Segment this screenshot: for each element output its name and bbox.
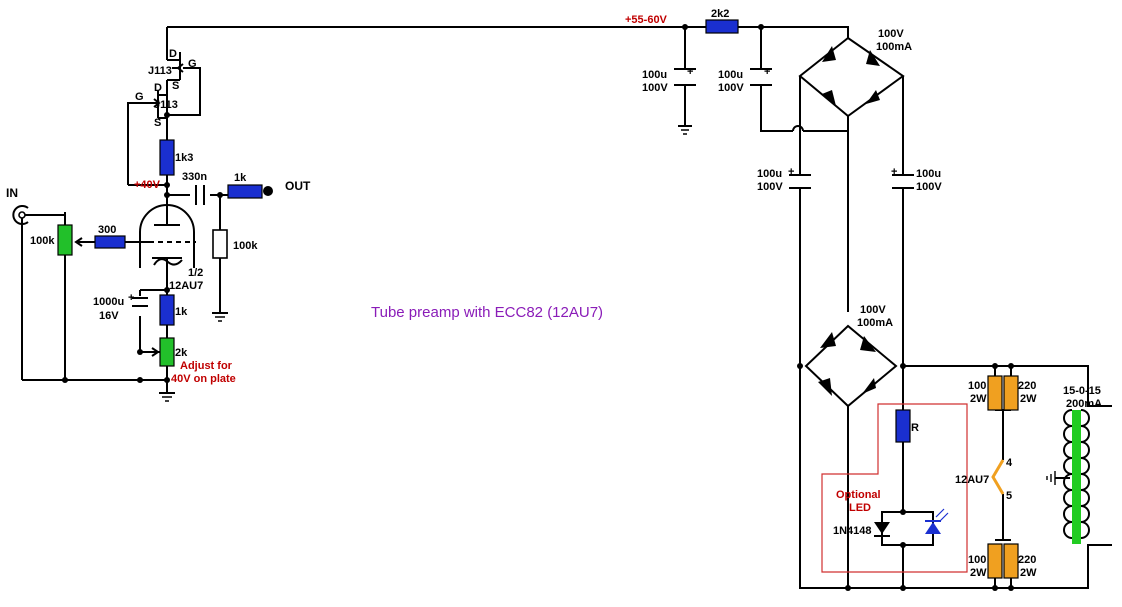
capacitor-330n [195,185,205,205]
label-v55: +55-60V [625,14,668,26]
label-100k-grid: 100k [233,240,258,252]
capacitor-100u-b [750,68,772,86]
label-plus-d: + [891,166,897,178]
label-pin-5: 5 [1006,490,1012,502]
label-100u-a-v: 100V [642,82,668,94]
capacitor-1000u [132,297,148,307]
label-2k2: 2k2 [711,8,729,20]
resistor-300 [94,235,126,249]
label-100u-d-v: 100V [916,181,942,193]
label-220-bot: 220 [1018,554,1036,566]
junction-dots [62,24,1014,591]
bridge-rectifier-bottom [804,324,898,408]
label-adjust-1: Adjust for [180,360,233,372]
label-jfet-top: J113 [148,65,172,77]
label-100u-c-v: 100V [757,181,783,193]
resistor-220-bottom [1003,543,1019,579]
label-r-led: R [911,422,919,434]
tube-12au7 [139,204,196,268]
label-100-bot-w: 2W [970,567,987,579]
label-2k: 2k [175,347,188,359]
transformer [1063,409,1090,544]
label-220-top-w: 2W [1020,393,1037,405]
label-220-bot-w: 2W [1020,567,1037,579]
label-100u-b-v: 100V [718,82,744,94]
label-tube-half: 1/2 [188,267,203,279]
label-1k3: 1k3 [175,152,193,164]
label-1k-out: 1k [234,172,247,184]
label-bridge-top-i: 100mA [876,41,912,53]
label-bridge-bot-i: 100mA [857,317,893,329]
output-terminal[interactable] [263,186,273,196]
resistor-1k3 [159,139,175,176]
heater-filament [991,459,1005,495]
capacitor-100u-d [892,174,914,189]
label-pin-s-bottom: S [154,117,161,129]
label-100-top-w: 2W [970,393,987,405]
label-heater-tube: 12AU7 [955,474,989,486]
potentiometer-100k[interactable] [57,224,95,256]
label-optional-1: Optional [836,489,881,501]
label-in: IN [6,186,18,200]
resistor-r-led [895,409,911,443]
label-out: OUT [285,179,311,193]
label-pin-g-bottom: G [135,91,144,103]
optional-led-box [821,403,968,573]
label-pin-s-top: S [172,80,179,92]
label-jfet-bottom: J113 [154,99,178,111]
resistor-100-top [987,375,1003,411]
label-100-bot: 100 [968,554,986,566]
label-16v: 16V [99,310,119,322]
diagram-title: Tube preamp with ECC82 (12AU7) [371,304,603,321]
label-220-top: 220 [1018,380,1036,392]
label-pin-d-top: D [169,48,177,60]
jfet-bottom [150,90,168,119]
label-300: 300 [98,224,116,236]
input-jack[interactable] [12,205,29,225]
label-1000u: 1000u [93,296,124,308]
bridge-rectifier-top [798,36,905,118]
jfet-top [166,52,184,95]
label-bridge-bot-v: 100V [860,304,886,316]
label-pin-4: 4 [1006,457,1013,469]
label-plus-c: + [788,166,794,178]
label-pin-d-bottom: D [154,82,162,94]
label-bridge-top-v: 100V [878,28,904,40]
capacitor-100u-c [789,174,811,189]
label-330n: 330n [182,171,207,183]
label-adjust-2: 40V on plate [171,373,236,385]
label-tube-type: 12AU7 [169,280,203,292]
led [925,508,949,534]
label-plus-b: + [764,66,770,78]
potentiometer-2k[interactable] [151,337,175,367]
label-plus-a: + [687,66,693,78]
label-100u-c: 100u [757,168,782,180]
label-100-top: 100 [968,380,986,392]
label-1n4148: 1N4148 [833,525,872,537]
label-xfmr-2: 200mA [1066,398,1102,410]
label-100u-b: 100u [718,69,743,81]
resistor-100-bottom [987,543,1003,579]
label-xfmr-1: 15-0-15 [1063,385,1101,397]
diode-1n4148 [874,522,890,537]
resistor-220-top [1003,375,1019,411]
resistor-1k-cathode [159,294,175,326]
label-100u-d: 100u [916,168,941,180]
label-optional-2: LED [849,502,871,514]
label-100u-a: 100u [642,69,667,81]
label-plus-1000u: + [128,292,134,304]
label-pot-100k: 100k [30,235,55,247]
resistor-2k2 [705,19,739,34]
label-v40: +40V [134,179,161,191]
label-pin-g-top: G [188,58,197,70]
resistor-100k-grid [212,229,228,259]
label-1k-cathode: 1k [175,306,188,318]
resistor-1k-out [227,184,263,199]
capacitor-100u-a [674,68,696,86]
